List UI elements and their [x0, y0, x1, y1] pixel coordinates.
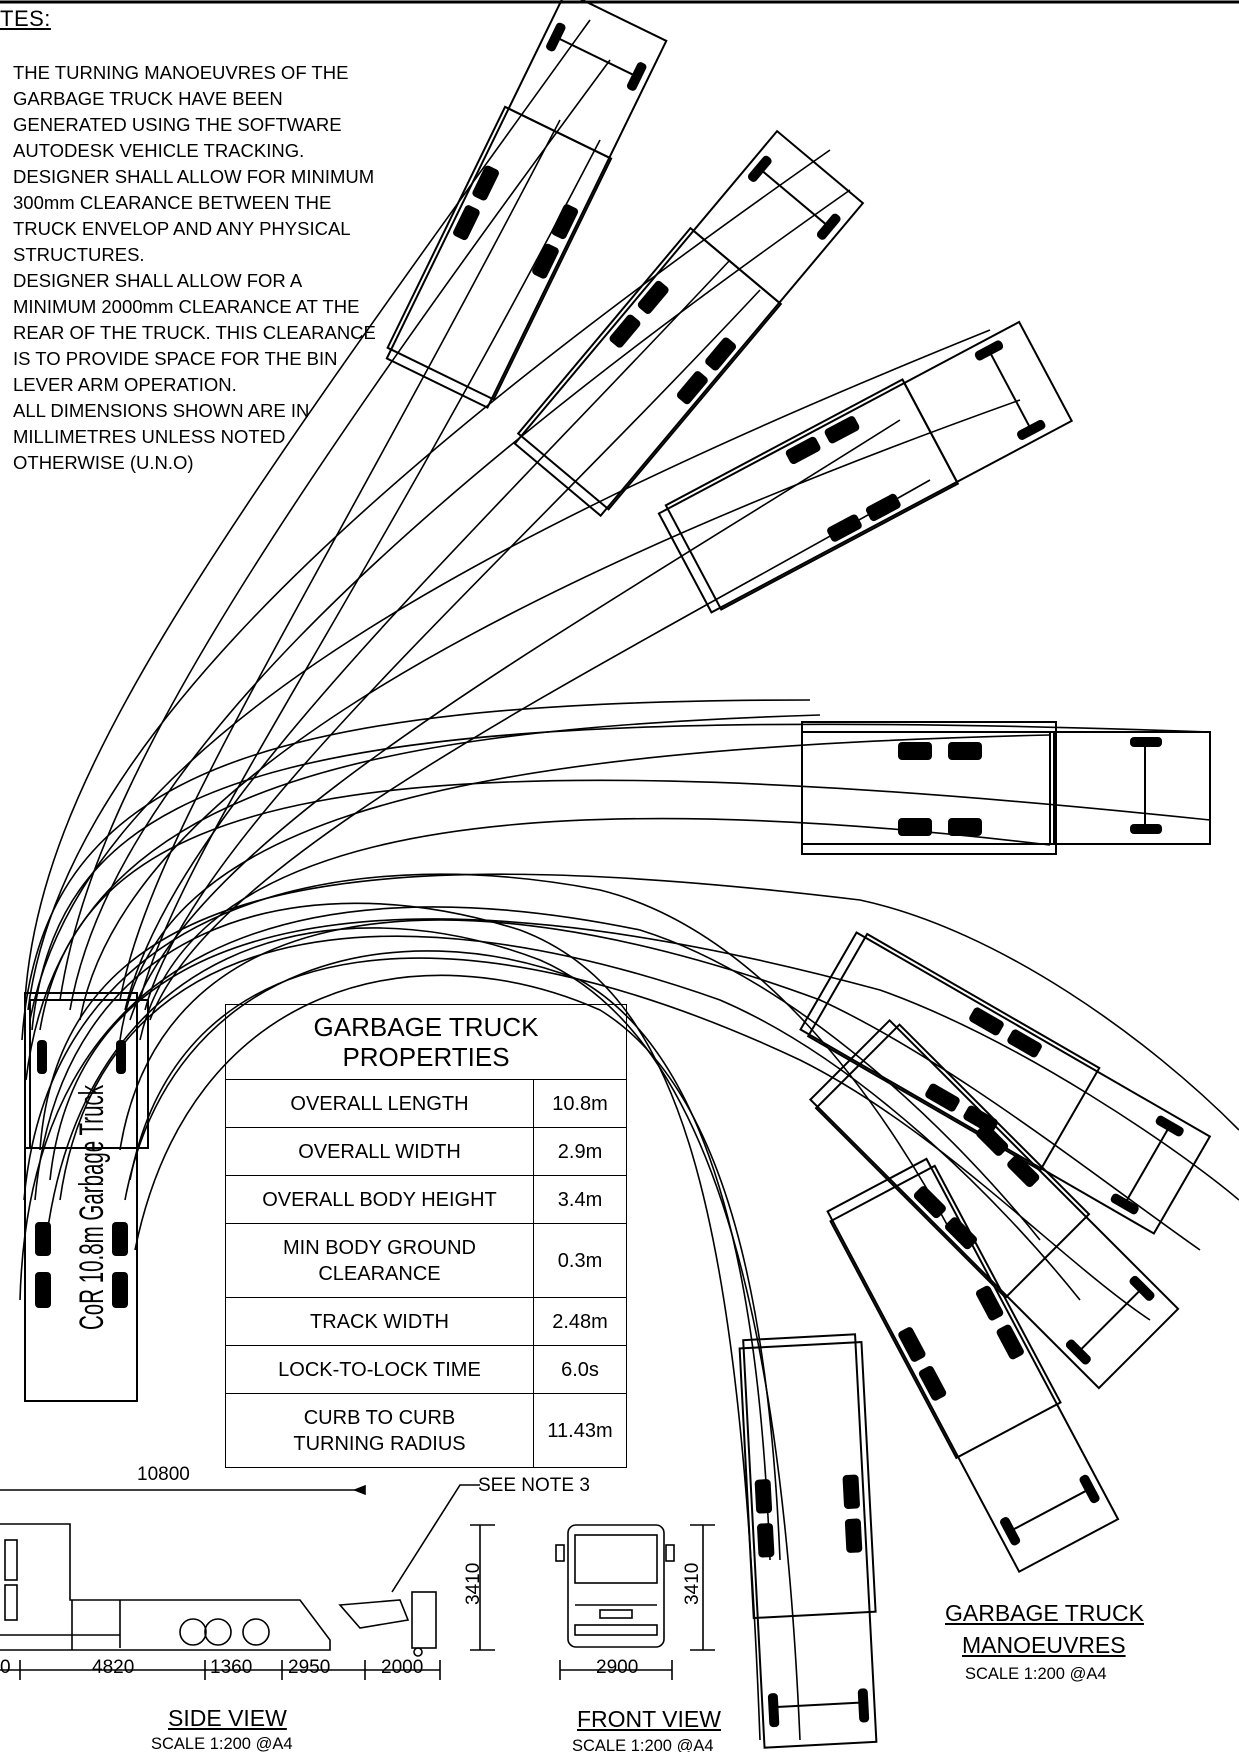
note-line: ALL DIMENSIONS SHOWN ARE IN	[13, 400, 310, 421]
truck-properties-table: GARBAGE TRUCK PROPERTIES OVERALL LENGTH …	[225, 1004, 627, 1468]
truck-south-east-1	[799, 931, 1212, 1235]
side-dim-1: 4820	[92, 1657, 135, 1678]
side-overall-dim: 10800	[137, 1464, 190, 1485]
truck-north	[385, 0, 668, 409]
truck-east	[801, 721, 1211, 855]
table-title-line1: GARBAGE TRUCK	[313, 1012, 539, 1042]
notes-list: THE TURNING MANOEUVRES OF THE GARBAGE TR…	[13, 60, 376, 476]
truck-start-position	[24, 992, 149, 1402]
property-value: 11.43m	[533, 1393, 627, 1468]
table-row: LOCK-TO-LOCK TIME 6.0s	[225, 1345, 627, 1394]
note-line: IS TO PROVIDE SPACE FOR THE BIN	[13, 348, 338, 369]
swept-paths	[19, 19, 1239, 1741]
note-line: TRUCK ENVELOP AND ANY PHYSICAL	[13, 218, 351, 239]
table-row: TRACK WIDTH 2.48m	[225, 1297, 627, 1346]
note-line: REAR OF THE TRUCK. THIS CLEARANCE	[13, 322, 376, 343]
note-line: 300mm CLEARANCE BETWEEN THE	[13, 192, 332, 213]
path-north-outer	[24, 19, 591, 1001]
truck-east-north-east	[657, 320, 1074, 614]
note-line: GARBAGE TRUCK HAVE BEEN	[13, 88, 283, 109]
vehicle-label: CoR 10.8m Garbage Truck	[73, 1084, 111, 1330]
notes-heading: TES:	[0, 6, 51, 31]
table-row: MIN BODY GROUND CLEARANCE 0.3m	[225, 1223, 627, 1298]
property-value: 10.8m	[533, 1079, 627, 1128]
truck-south	[738, 1333, 878, 1749]
side-dim-4: 2000	[381, 1657, 424, 1678]
note-line: GENERATED USING THE SOFTWARE	[13, 114, 342, 135]
see-note-callout: SEE NOTE 3	[478, 1475, 590, 1496]
property-label: LOCK-TO-LOCK TIME	[225, 1345, 534, 1394]
manoeuvres-title-line2: MANOEUVRES	[962, 1632, 1126, 1658]
side-dim-3: 2950	[288, 1657, 331, 1678]
front-height-dim: 3410	[682, 1562, 703, 1605]
front-view-scale: SCALE 1:200 @A4	[572, 1737, 714, 1752]
property-label: OVERALL LENGTH	[225, 1079, 534, 1128]
table-title-line2: PROPERTIES	[342, 1042, 510, 1072]
front-view-title: FRONT VIEW	[577, 1706, 721, 1732]
note-line: LEVER ARM OPERATION.	[13, 374, 237, 395]
property-label: TRACK WIDTH	[225, 1297, 534, 1346]
note-line: THE TURNING MANOEUVRES OF THE	[13, 62, 349, 83]
property-label: MIN BODY GROUND CLEARANCE	[225, 1223, 534, 1298]
property-label: OVERALL WIDTH	[225, 1127, 534, 1176]
property-value: 6.0s	[533, 1345, 627, 1394]
note-line: MILLIMETRES UNLESS NOTED	[13, 426, 286, 447]
side-view-title: SIDE VIEW	[168, 1705, 287, 1731]
note-line: STRUCTURES.	[13, 244, 145, 265]
table-row: CURB TO CURB TURNING RADIUS 11.43m	[225, 1393, 627, 1468]
property-value: 3.4m	[533, 1175, 627, 1224]
side-height-dim: 3410	[463, 1562, 484, 1605]
table-row: OVERALL BODY HEIGHT 3.4m	[225, 1175, 627, 1224]
note-line: DESIGNER SHALL ALLOW FOR MINIMUM	[13, 166, 375, 187]
truck-south-east-3	[826, 1157, 1120, 1574]
side-view-drawing	[0, 1484, 495, 1680]
property-label: OVERALL BODY HEIGHT	[225, 1175, 534, 1224]
side-dim-2: 1360	[210, 1657, 253, 1678]
table-title: GARBAGE TRUCK PROPERTIES	[225, 1004, 627, 1080]
note-line: DESIGNER SHALL ALLOW FOR A	[13, 270, 303, 291]
property-value: 2.9m	[533, 1127, 627, 1176]
front-width-dim: 2900	[596, 1657, 639, 1678]
note-line: OTHERWISE (U.N.O)	[13, 452, 194, 473]
note-line: AUTODESK VEHICLE TRACKING.	[13, 140, 305, 161]
property-value: 2.48m	[533, 1297, 627, 1346]
manoeuvres-title-line1: GARBAGE TRUCK	[945, 1600, 1144, 1626]
table-row: OVERALL LENGTH 10.8m	[225, 1079, 627, 1128]
side-view-scale: SCALE 1:200 @A4	[151, 1735, 293, 1752]
manoeuvres-scale: SCALE 1:200 @A4	[965, 1665, 1107, 1683]
note-line: MINIMUM 2000mm CLEARANCE AT THE	[13, 296, 360, 317]
front-view-drawing	[555, 1524, 715, 1680]
truck-north-east	[513, 129, 865, 518]
property-value: 0.3m	[533, 1223, 627, 1298]
table-row: OVERALL WIDTH 2.9m	[225, 1127, 627, 1176]
truck-south-east-2	[808, 1018, 1180, 1390]
side-dim-0: 0	[0, 1657, 11, 1678]
property-label: CURB TO CURB TURNING RADIUS	[225, 1393, 534, 1468]
